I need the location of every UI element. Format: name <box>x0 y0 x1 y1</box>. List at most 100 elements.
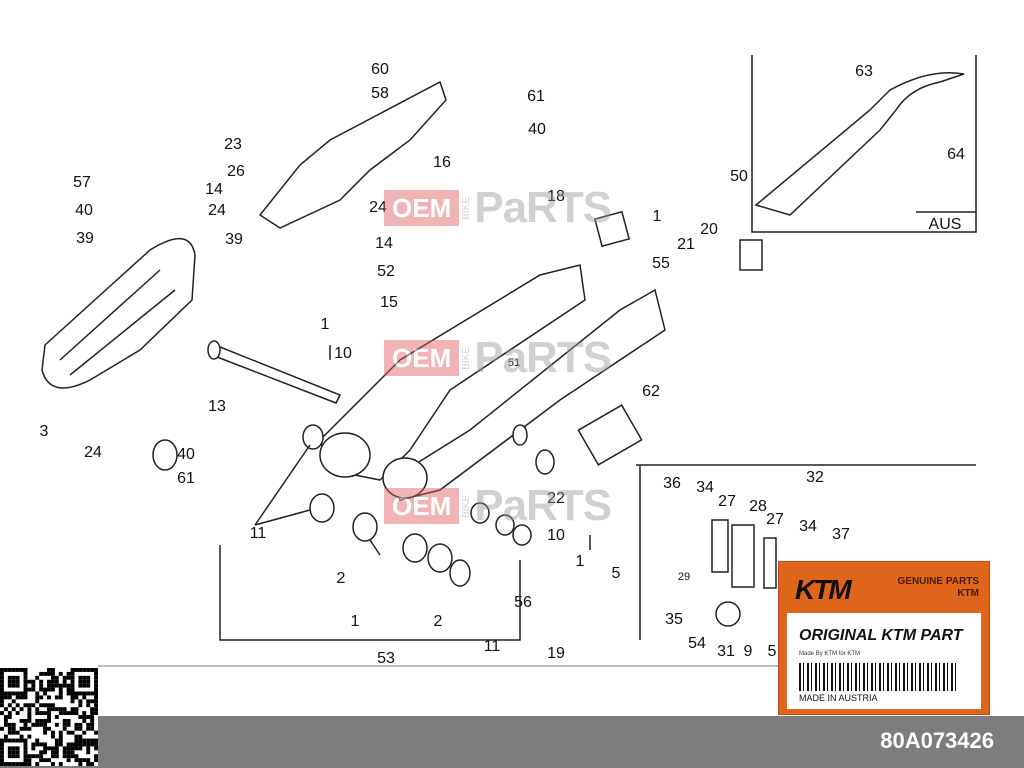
callout-53: 53 <box>377 650 395 667</box>
qr-module <box>7 695 12 700</box>
qr-module <box>23 683 28 688</box>
qr-module <box>0 671 4 676</box>
qr-module <box>90 726 95 731</box>
qr-module <box>54 683 59 688</box>
qr-module <box>3 695 8 700</box>
qr-module <box>90 738 95 743</box>
qr-module <box>70 679 75 684</box>
qr-module <box>90 718 95 723</box>
qr-module <box>23 687 28 692</box>
qr-module <box>86 679 91 684</box>
qr-module <box>82 758 87 763</box>
qr-module <box>19 734 24 739</box>
callout-15: 15 <box>380 294 398 311</box>
callout-1: 1 <box>576 553 585 570</box>
qr-module <box>0 683 4 688</box>
bushing <box>302 424 324 450</box>
qr-module <box>94 675 98 680</box>
qr-module <box>43 758 48 763</box>
qr-module <box>35 711 40 716</box>
qr-module <box>35 718 40 723</box>
qr-module <box>82 715 87 719</box>
qr-module <box>74 742 79 747</box>
qr-module <box>15 691 20 696</box>
qr-module <box>82 742 87 747</box>
qr-code <box>0 668 98 766</box>
qr-module <box>23 746 28 751</box>
qr-module <box>11 691 16 696</box>
qr-module <box>43 691 48 696</box>
qr-module <box>15 746 20 751</box>
qr-module <box>0 726 4 731</box>
swingarm-pivot-bore <box>382 457 428 499</box>
qr-module <box>94 730 98 735</box>
callout-27: 27 <box>718 493 736 510</box>
qr-module <box>78 742 83 747</box>
qr-module <box>50 734 55 739</box>
qr-module <box>39 683 44 688</box>
callout-24: 24 <box>84 444 102 461</box>
qr-module <box>54 754 59 759</box>
qr-module <box>31 683 36 688</box>
qr-module <box>27 762 32 766</box>
callout-56: 56 <box>514 594 532 611</box>
qr-module <box>70 675 75 680</box>
chain-guard <box>258 80 447 229</box>
qr-module <box>7 703 12 708</box>
qr-module <box>0 679 4 684</box>
qr-module <box>62 679 67 684</box>
qr-module <box>39 703 44 708</box>
callout-34: 34 <box>799 518 817 535</box>
bushing <box>427 543 453 573</box>
ktm-logo: KTM <box>795 574 852 605</box>
qr-module <box>70 695 75 700</box>
callout-23: 23 <box>224 136 242 153</box>
qr-module <box>0 742 4 747</box>
qr-module <box>74 754 79 759</box>
qr-module <box>3 734 8 739</box>
qr-module <box>86 746 91 751</box>
qr-module <box>23 668 28 672</box>
qr-module <box>62 746 67 751</box>
qr-module <box>90 762 95 766</box>
callout-5: 5 <box>612 565 621 582</box>
qr-module <box>27 711 32 716</box>
qr-module <box>66 671 71 676</box>
qr-module <box>66 675 71 680</box>
qr-module <box>62 718 67 723</box>
qr-module <box>50 707 55 712</box>
callout-26: 26 <box>227 163 245 180</box>
qr-module <box>27 718 32 723</box>
bushing <box>470 502 490 524</box>
callout-52: 52 <box>377 263 395 280</box>
qr-module <box>66 687 71 692</box>
washer <box>495 514 515 536</box>
slider-spacer <box>152 439 178 471</box>
qr-module <box>0 738 4 743</box>
qr-module <box>50 730 55 735</box>
roller <box>715 601 741 627</box>
qr-module <box>90 722 95 727</box>
qr-module <box>58 691 63 696</box>
qr-module <box>70 707 75 712</box>
qr-module <box>86 738 91 743</box>
qr-module <box>58 695 63 700</box>
qr-module <box>50 754 55 759</box>
qr-module <box>11 722 16 727</box>
qr-module <box>47 726 51 731</box>
qr-module <box>90 707 95 712</box>
qr-module <box>86 762 91 766</box>
qr-module <box>58 734 63 739</box>
qr-module <box>62 683 67 688</box>
qr-module <box>82 730 87 735</box>
qr-module <box>11 675 16 680</box>
qr-module <box>50 762 55 766</box>
bushing <box>352 512 378 542</box>
qr-module <box>19 668 24 672</box>
qr-module <box>7 754 12 759</box>
qr-module <box>0 711 4 716</box>
qr-module <box>54 715 59 719</box>
qr-module <box>27 715 32 719</box>
qr-module <box>50 687 55 692</box>
